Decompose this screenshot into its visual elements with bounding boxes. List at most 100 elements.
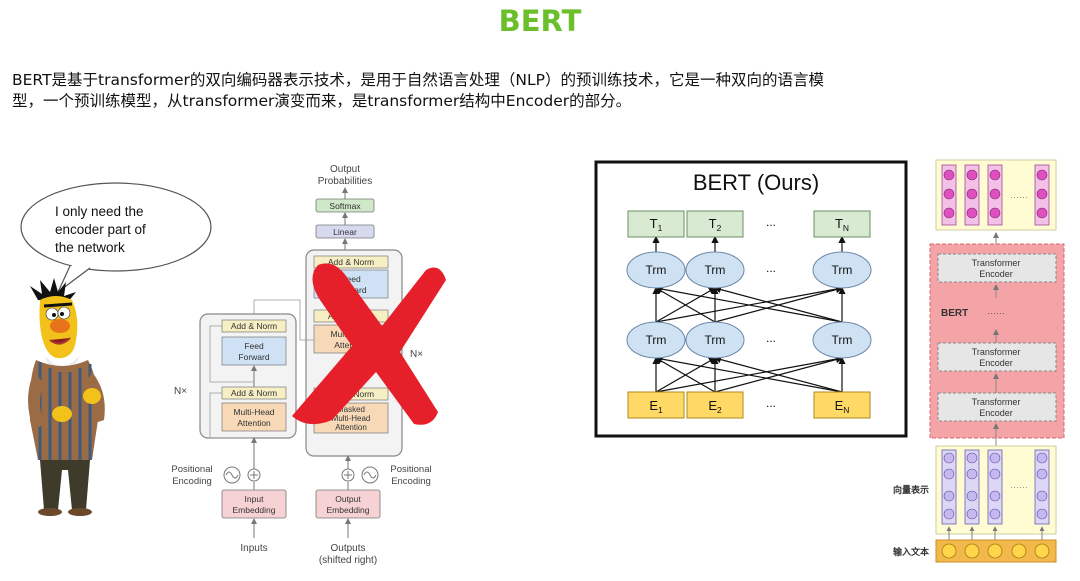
- trm-node: [626, 321, 686, 359]
- trm-node: [685, 321, 745, 359]
- bert-character-illustration: [28, 278, 105, 516]
- vector-representation-label: 向量表示: [893, 484, 929, 495]
- encoder-mha-2: Attention: [237, 418, 271, 428]
- decoder-add-norm-3: Add & Norm: [328, 257, 374, 267]
- trm-label: Trm: [832, 333, 853, 347]
- trm-label: Trm: [646, 333, 667, 347]
- description-line-1: BERT是基于transformer的双向编码器表示技术，是用于自然语言处理（N…: [12, 71, 825, 89]
- masked-attention-3: Attention: [335, 423, 367, 432]
- vector-element: [943, 490, 955, 502]
- trm-label: Trm: [832, 263, 853, 277]
- vector-element: [1036, 468, 1048, 480]
- masked-attention-1: Masked: [337, 405, 365, 414]
- top-dots: ······: [1010, 192, 1028, 202]
- bubble-line-3: the network: [55, 240, 125, 255]
- encoder-feed-forward-2: Forward: [238, 352, 269, 362]
- input-vector: [987, 449, 1003, 525]
- bert-ellipsis: ...: [766, 261, 776, 275]
- vector-element: [966, 452, 978, 464]
- speech-bubble: I only need the encoder part of the netw…: [20, 182, 212, 293]
- encoder-feed-forward-1: Feed: [244, 341, 264, 351]
- input-token-circle: [1011, 543, 1027, 559]
- trm-label: Trm: [646, 263, 667, 277]
- encoder-3-line-2: Encoder: [979, 269, 1013, 279]
- arrow-e-to-trm: [654, 355, 843, 393]
- masked-attention-2: Multi-Head: [332, 414, 371, 423]
- bert-connection-arrows: [652, 235, 846, 393]
- arrow-e-to-trm: [654, 357, 716, 393]
- bert-stack-label: BERT: [941, 308, 968, 319]
- encoder-mha-1: Multi-Head: [233, 407, 274, 417]
- input-text-label: 输入文本: [893, 546, 930, 557]
- vector-element: [989, 452, 1001, 464]
- input-vector: [964, 449, 980, 525]
- trm-node: [626, 251, 686, 289]
- vector-element: [989, 468, 1001, 480]
- output-probabilities-line-2: Probabilities: [318, 176, 372, 187]
- trm-node: [812, 321, 872, 359]
- encoder-nx: N×: [174, 386, 187, 397]
- bert-output-token: [627, 210, 685, 238]
- input-vector: [1034, 449, 1050, 525]
- input-token-circle: [941, 543, 957, 559]
- vector-element: [966, 508, 978, 520]
- input-embedding-2: Embedding: [232, 505, 275, 515]
- dec-positional-2: Encoding: [391, 476, 431, 487]
- input-token-circle: [964, 543, 980, 559]
- vector-element: [989, 508, 1001, 520]
- output-embedding-2: Embedding: [326, 505, 369, 515]
- bert-input-token: [627, 391, 685, 419]
- arrow-e-to-trm: [713, 356, 843, 393]
- red-cross-mark: [292, 263, 446, 425]
- encoder-1-line-1: Transformer: [972, 397, 1021, 407]
- arrow-trm-to-trm: [654, 287, 716, 323]
- bubble-line-2: encoder part of: [55, 222, 146, 237]
- input-embedding-1: Input: [245, 494, 265, 504]
- encoder-2-line-1: Transformer: [972, 347, 1021, 357]
- vector-element: [943, 207, 955, 219]
- bert-ellipsis: ...: [766, 331, 776, 345]
- dec-positional-1: Positional: [390, 464, 431, 475]
- slide-description: BERT是基于transformer的双向编码器表示技术，是用于自然语言处理（N…: [12, 70, 1062, 112]
- softmax-label: Softmax: [329, 201, 361, 211]
- transformer-architecture-diagram: Output Probabilities Softmax Linear Add …: [171, 164, 446, 566]
- output-embedding-1: Output: [335, 494, 361, 504]
- description-line-2: 型，一个预训练模型，从transformer演变而来，是transformer结…: [12, 92, 632, 110]
- bert-ours-title: BERT (Ours): [693, 170, 819, 195]
- bert-output-token: [813, 210, 871, 238]
- output-probabilities-line-1: Output: [330, 164, 360, 175]
- vector-element: [1036, 490, 1048, 502]
- enc-positional-2: Encoding: [172, 476, 212, 487]
- bert-input-token: [686, 391, 744, 419]
- inputs-label: Inputs: [240, 543, 267, 554]
- encoder-add-norm-2: Add & Norm: [231, 321, 277, 331]
- vector-element: [966, 188, 978, 200]
- arrow-trm-to-trm: [713, 286, 843, 323]
- decoder-mha-2: Attention: [334, 340, 368, 350]
- vector-element: [943, 452, 955, 464]
- outputs-label-2: (shifted right): [319, 555, 377, 566]
- linear-label: Linear: [333, 227, 357, 237]
- arrow-trm-to-trm: [654, 285, 843, 323]
- bert-output-token: [686, 210, 744, 238]
- bert-ellipsis: ...: [766, 396, 776, 410]
- trm-node: [812, 251, 872, 289]
- encoder-1-line-2: Encoder: [979, 408, 1013, 418]
- bert-ours-diagram: BERT (Ours) T1TrmTrmE1T2TrmTrmE2........…: [594, 160, 908, 438]
- vector-element: [1036, 452, 1048, 464]
- encoder-3-line-1: Transformer: [972, 258, 1021, 268]
- vector-element: [966, 207, 978, 219]
- vector-element: [989, 207, 1001, 219]
- vector-element: [1036, 508, 1048, 520]
- vector-element: [989, 188, 1001, 200]
- vector-element: [966, 490, 978, 502]
- trm-label: Trm: [705, 333, 726, 347]
- vector-element: [943, 188, 955, 200]
- vector-element: [1036, 207, 1048, 219]
- bert-stack-diagram: ······ BERT ······ Transformer Encoder T…: [893, 159, 1065, 563]
- vector-element: [966, 468, 978, 480]
- decoder-feed-forward-1: Feed: [341, 274, 361, 284]
- bert-input-token: [813, 391, 871, 419]
- trm-node: [685, 251, 745, 289]
